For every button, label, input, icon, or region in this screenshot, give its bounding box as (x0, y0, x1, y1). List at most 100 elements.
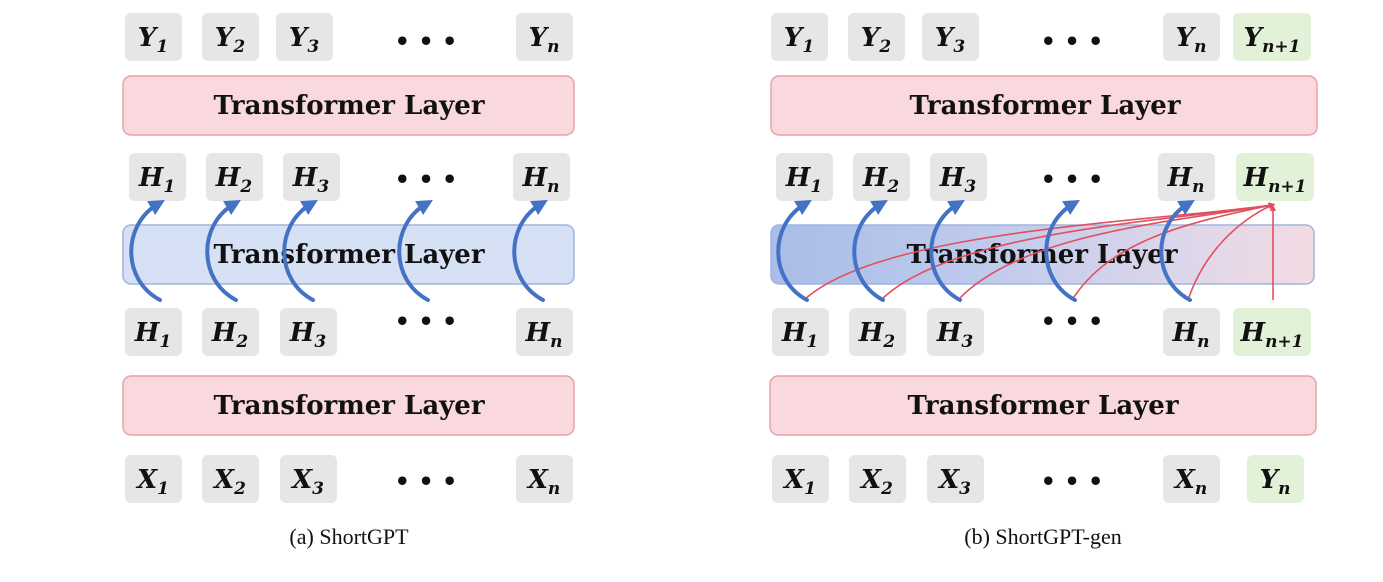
svg-text:Transformer Layer: Transformer Layer (213, 91, 484, 121)
ellipsis-b-x: • • • (1041, 467, 1104, 496)
svg-text:H2: H2 (211, 318, 249, 352)
token-b-x2: X2 (849, 455, 906, 503)
svg-text:Transformer Layer: Transformer Layer (907, 391, 1178, 421)
token-b-hn-bottom: Hn (1163, 308, 1220, 356)
svg-text:Y1: Y1 (784, 23, 814, 57)
attn-arrow-3 (957, 202, 1276, 301)
skip-arrow-b-3 (929, 199, 965, 302)
transformer-layer-b-top: Transformer Layer (770, 75, 1318, 136)
token-b-y3: Y3 (922, 13, 979, 61)
svg-text:X3: X3 (937, 465, 971, 499)
svg-text:Transformer Layer: Transformer Layer (909, 91, 1180, 121)
ellipsis-x: • • • (395, 467, 458, 496)
attn-arrow-4 (1071, 202, 1276, 301)
svg-text:Hn+1: Hn+1 (1239, 318, 1303, 352)
token-b-yn-input: Yn (1247, 455, 1304, 503)
ellipsis-b-h-top: • • • (1041, 165, 1104, 194)
svg-text:Yn: Yn (1176, 23, 1207, 57)
token-hn-bottom: Hn (516, 308, 573, 356)
panel-b: Y1 Y2 Y3 • • • Yn Yn+1 Transformer Layer… (769, 13, 1318, 549)
token-b-h1-bottom: H1 (772, 308, 829, 356)
svg-text:Hn+1: Hn+1 (1242, 163, 1306, 197)
skip-arrows-a (129, 199, 548, 302)
token-x2: X2 (202, 455, 259, 503)
svg-text:Y3: Y3 (935, 23, 966, 57)
skip-arrow-n (512, 199, 548, 302)
svg-text:Xn: Xn (526, 465, 561, 499)
token-xn: Xn (516, 455, 573, 503)
svg-text:Hn: Hn (1167, 163, 1205, 197)
skip-arrow-4 (397, 199, 433, 302)
token-b-x1: X1 (772, 455, 829, 503)
svg-text:X1: X1 (782, 465, 816, 499)
skip-arrow-b-1 (776, 199, 812, 302)
ellipsis-b-y: • • • (1041, 27, 1104, 56)
svg-text:H1: H1 (134, 318, 171, 352)
svg-text:H2: H2 (858, 318, 896, 352)
token-y1: Y1 (125, 13, 182, 61)
svg-text:H3: H3 (936, 318, 974, 352)
skip-arrow-b-4 (1044, 199, 1080, 302)
token-hn-top: Hn (513, 153, 570, 201)
svg-text:Yn+1: Yn+1 (1244, 23, 1301, 57)
token-b-h3-top: H3 (930, 153, 987, 201)
token-b-h2-bottom: H2 (849, 308, 906, 356)
token-b-yn1: Yn+1 (1233, 13, 1311, 61)
token-b-y1: Y1 (771, 13, 828, 61)
token-h1-bottom: H1 (125, 308, 182, 356)
transformer-layer-b-bottom: Transformer Layer (769, 375, 1317, 436)
panel-a: Y1 Y2 Y3 • • • Yn Transformer Layer H1 H… (122, 13, 575, 549)
svg-text:Hn: Hn (525, 318, 563, 352)
transformer-layer-b-skipped: Transformer Layer (770, 224, 1315, 285)
svg-text:H1: H1 (785, 163, 822, 197)
token-h2-bottom: H2 (202, 308, 259, 356)
svg-text:Y2: Y2 (861, 23, 892, 57)
token-b-hn1-bottom: Hn+1 (1233, 308, 1311, 356)
svg-text:Y3: Y3 (289, 23, 320, 57)
svg-text:Y2: Y2 (215, 23, 246, 57)
ellipsis-h-bottom: • • • (395, 307, 458, 336)
attn-arrow-n (1187, 203, 1275, 301)
attention-arrows-b (803, 202, 1277, 301)
svg-text:Transformer Layer: Transformer Layer (213, 240, 484, 270)
attn-arrow-2 (880, 202, 1276, 301)
token-x3: X3 (280, 455, 337, 503)
svg-text:H3: H3 (939, 163, 977, 197)
svg-text:X1: X1 (135, 465, 169, 499)
transformer-layer-skipped: Transformer Layer (122, 224, 575, 285)
token-yn: Yn (516, 13, 573, 61)
token-b-h3-bottom: H3 (927, 308, 984, 356)
transformer-layer-bottom: Transformer Layer (122, 375, 575, 436)
svg-text:H1: H1 (138, 163, 175, 197)
svg-text:H3: H3 (289, 318, 327, 352)
svg-text:Xn: Xn (1173, 465, 1208, 499)
svg-text:H2: H2 (215, 163, 253, 197)
attn-arrow-1 (803, 202, 1276, 301)
svg-text:X3: X3 (290, 465, 324, 499)
token-h3-bottom: H3 (280, 308, 337, 356)
token-y3: Y3 (276, 13, 333, 61)
svg-text:Y1: Y1 (138, 23, 168, 57)
svg-text:Transformer Layer: Transformer Layer (213, 391, 484, 421)
token-b-h1-top: H1 (776, 153, 833, 201)
skip-arrows-b (776, 199, 1195, 302)
caption-b: (b) ShortGPT-gen (964, 524, 1121, 549)
token-b-yn: Yn (1163, 13, 1220, 61)
token-x1: X1 (125, 455, 182, 503)
caption-a: (a) ShortGPT (289, 524, 409, 549)
token-b-x3: X3 (927, 455, 984, 503)
skip-arrow-b-n (1159, 199, 1195, 302)
token-y2: Y2 (202, 13, 259, 61)
svg-text:Hn: Hn (522, 163, 560, 197)
skip-arrow-1 (129, 199, 165, 302)
ellipsis-y: • • • (395, 27, 458, 56)
token-h1-top: H1 (129, 153, 186, 201)
token-b-h2-top: H2 (853, 153, 910, 201)
skip-arrow-2 (205, 199, 241, 302)
svg-text:H2: H2 (862, 163, 900, 197)
skip-arrow-b-2 (852, 199, 888, 302)
svg-text:Transformer Layer: Transformer Layer (906, 240, 1177, 270)
token-b-xn: Xn (1163, 455, 1220, 503)
